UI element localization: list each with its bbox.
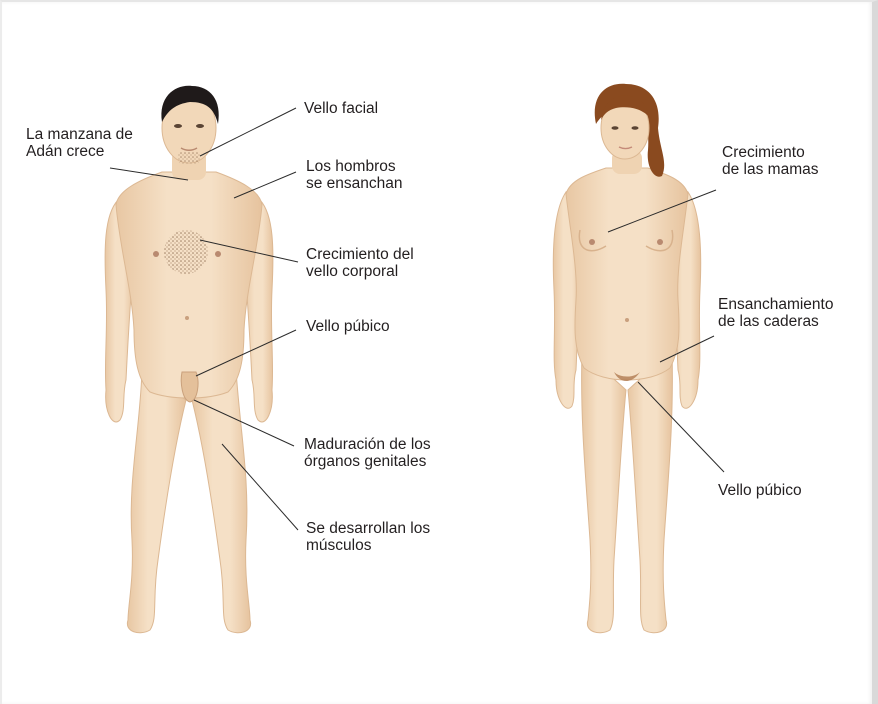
label-hips: Ensanchamiento de las caderas [718,296,833,330]
male-left-leg [127,370,186,633]
male-figure [105,86,273,633]
label-genitals: Maduración de los órganos genitales [304,436,431,470]
label-facial-hair: Vello facial [304,100,378,117]
label-shoulders: Los hombros se ensanchan [306,158,403,192]
male-right-leg [192,370,251,633]
label-pubic-hair-female: Vello púbico [718,482,802,499]
label-body-hair: Crecimiento del vello corporal [306,246,414,280]
female-left-leg [582,350,626,633]
male-torso [116,172,262,398]
female-torso [566,168,688,380]
male-facial-hair [178,152,200,164]
male-chest-hair [164,230,208,274]
female-right-leg [628,350,672,633]
label-pubic-hair-male: Vello púbico [306,318,390,335]
female-figure [553,84,700,633]
label-muscles: Se desarrollan los músculos [306,520,430,554]
label-breasts: Crecimiento de las mamas [722,144,818,178]
label-adams-apple: La manzana de Adán crece [26,126,133,160]
